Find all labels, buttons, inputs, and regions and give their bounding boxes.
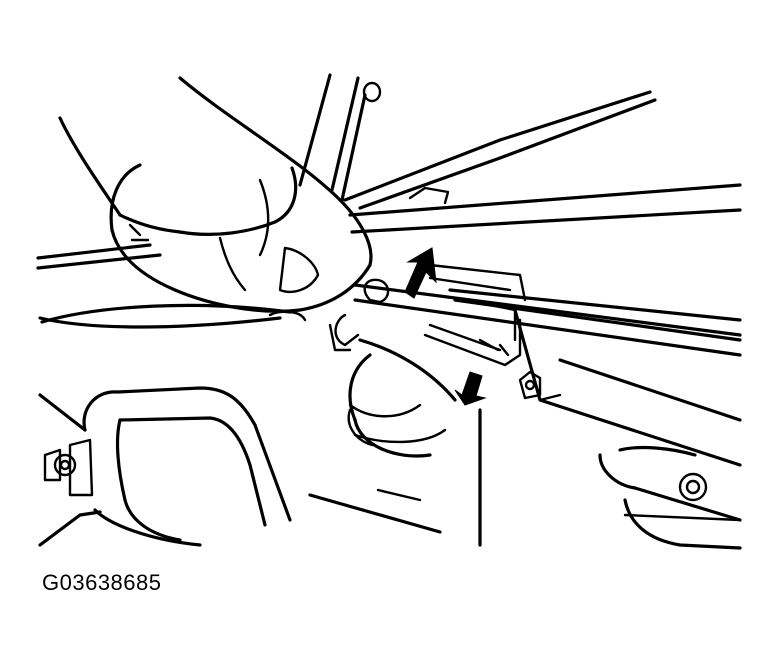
upper-pillar	[298, 73, 382, 202]
pry-tool	[328, 278, 742, 357]
arrow-down-icon	[454, 371, 487, 406]
lower-bracket	[347, 338, 457, 458]
retainer-clip	[423, 298, 522, 367]
hand-icon	[58, 76, 373, 322]
upper-right-lines	[428, 263, 527, 302]
right-panel	[513, 308, 742, 550]
lower-panel-lines	[308, 408, 482, 547]
figure-code: G03638685	[42, 570, 162, 595]
left-rails	[36, 243, 292, 329]
lower-left-bracket	[38, 386, 292, 547]
upper-trim-panel	[343, 90, 742, 234]
arrow-up-icon	[404, 247, 437, 299]
